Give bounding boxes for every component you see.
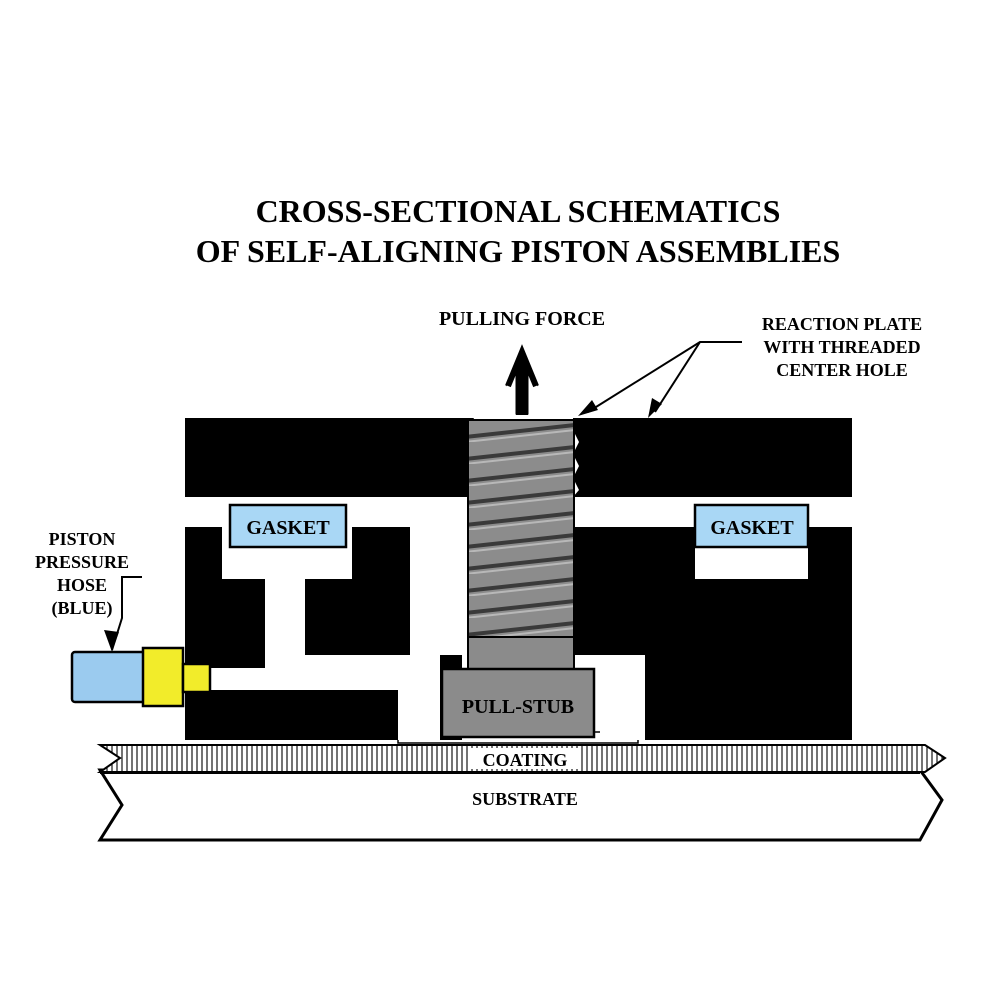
hose-nipple (181, 662, 212, 694)
hose-label-4: (BLUE) (51, 598, 112, 619)
gasket-left (228, 503, 348, 549)
title-line-2: OF SELF-ALIGNING PISTON ASSEMBLIES (196, 233, 841, 269)
title-line-1: CROSS-SECTIONAL SCHEMATICS (256, 193, 781, 229)
coating-label: COATING (483, 750, 568, 770)
reaction-arrowhead-2 (648, 398, 662, 418)
gasket-right (693, 503, 810, 549)
hose-fitting (141, 646, 185, 708)
pull-stub-label: PULL-STUB (462, 696, 574, 718)
hose-label-1: PISTON (49, 529, 116, 549)
reaction-leader-1 (587, 341, 742, 413)
reaction-plate-right (573, 418, 852, 497)
hose-label-3: HOSE (57, 575, 107, 595)
reaction-plate (185, 418, 474, 497)
hose-arrowhead (104, 630, 119, 652)
pressure-hose (70, 650, 149, 704)
gasket-left-label: GASKET (246, 517, 330, 539)
substrate-label: SUBSTRATE (472, 789, 578, 809)
bore-right (600, 655, 645, 740)
hose-label-2: PRESSURE (35, 552, 129, 572)
reaction-plate-label-3: CENTER HOLE (776, 360, 908, 380)
reaction-arrowhead-1 (578, 400, 598, 416)
rod-collar (467, 636, 575, 670)
threaded-rod (467, 419, 575, 638)
gasket-right-label: GASKET (710, 517, 794, 539)
reaction-plate-label-1: REACTION PLATE (762, 314, 922, 334)
piston-body-right (575, 527, 852, 740)
reaction-plate-label-2: WITH THREADED (763, 337, 920, 357)
pulling-force-label: PULLING FORCE (439, 308, 605, 330)
pull-stub (440, 667, 596, 739)
reaction-leader-2 (654, 341, 701, 413)
air-passage-left (210, 578, 398, 740)
